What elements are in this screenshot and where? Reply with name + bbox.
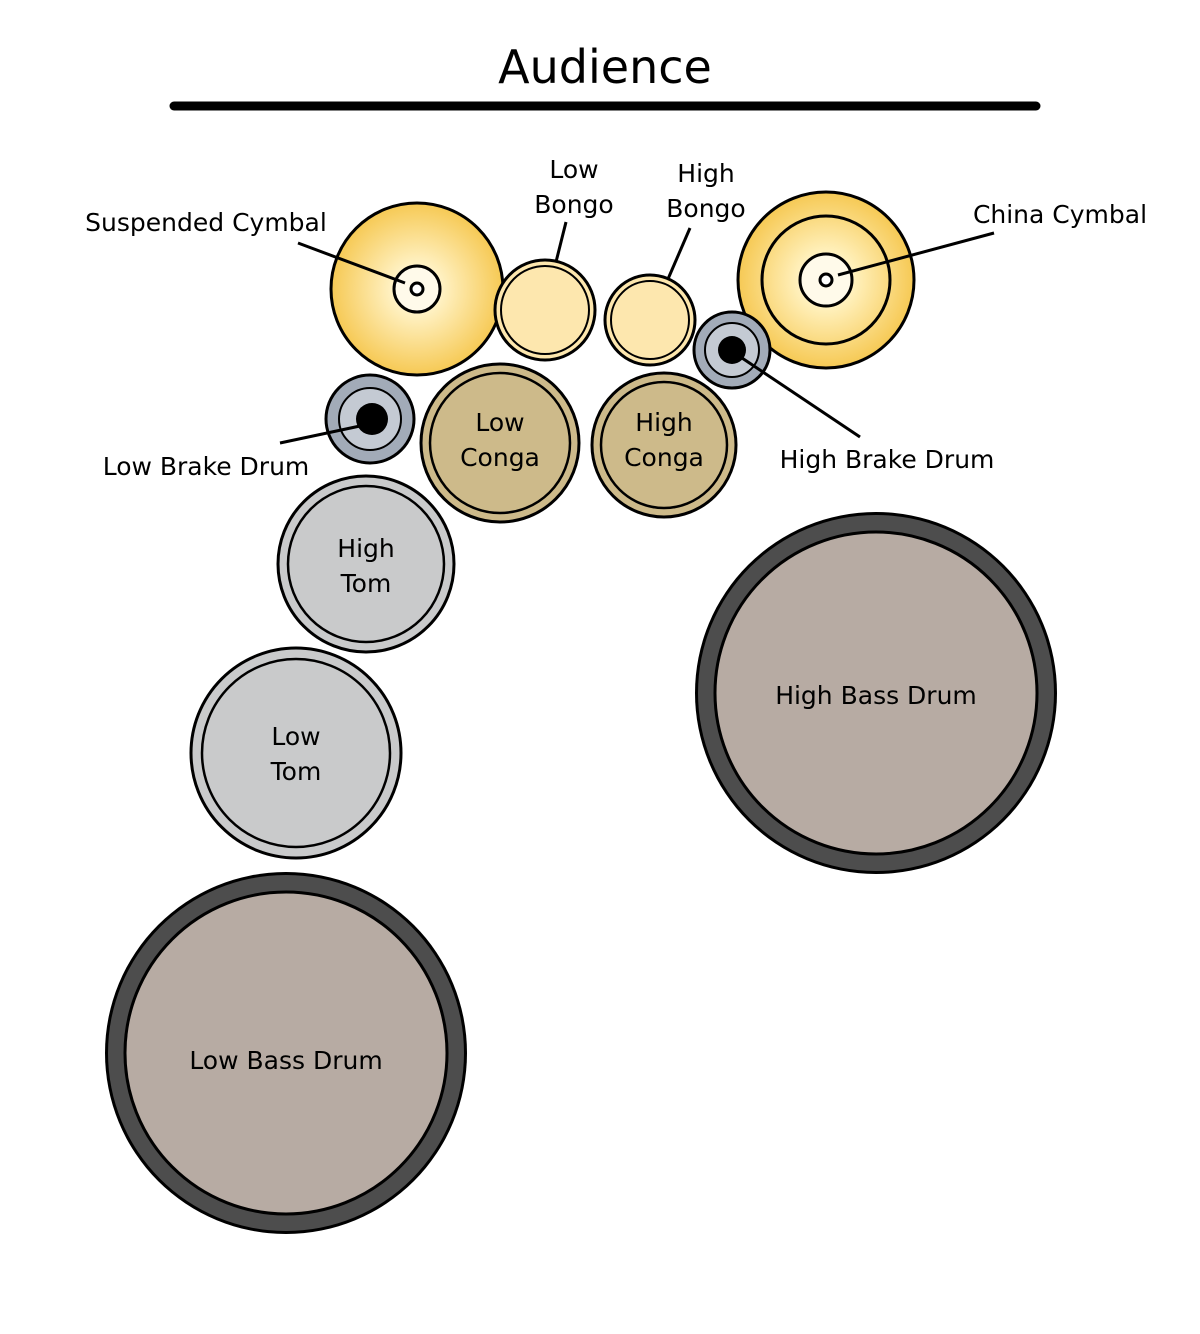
high-brake-drum-leader — [741, 356, 861, 439]
high-tom-label-line1: High — [337, 534, 394, 563]
low-conga-label-line1: Low — [475, 408, 524, 437]
high-conga — [590, 371, 738, 519]
china-cymbal-leader — [837, 231, 995, 277]
china-cymbal — [736, 190, 916, 370]
suspended-cymbal — [329, 201, 505, 377]
suspended-cymbal-leader — [297, 241, 406, 285]
high-brake-drum-label: High Brake Drum — [780, 445, 995, 474]
low-bongo-label-line2: Bongo — [534, 190, 613, 219]
high-bongo-leader — [666, 227, 692, 280]
low-conga — [419, 362, 581, 524]
high-tom — [276, 474, 456, 654]
low-bongo-label-line1: Low — [549, 155, 598, 184]
high-bongo-label-line2: Bongo — [666, 194, 745, 223]
high-bongo-label-line1: High — [677, 159, 734, 188]
low-bass-drum-label: Low Bass Drum — [189, 1046, 382, 1075]
suspended-cymbal-hole — [409, 281, 425, 297]
high-bass-drum — [695, 512, 1057, 874]
low-brake-drum-leader — [279, 424, 361, 445]
low-conga-label-line2: Conga — [460, 443, 540, 472]
low-bongo — [493, 258, 597, 362]
low-bass-drum — [105, 872, 467, 1234]
audience-title: Audience — [498, 40, 712, 94]
china-cymbal-label: China Cymbal — [973, 200, 1147, 229]
low-brake-drum — [324, 373, 416, 465]
high-brake-drum — [692, 310, 772, 390]
low-tom — [189, 646, 403, 860]
low-bongo-leader — [554, 221, 568, 263]
high-conga-label-line1: High — [635, 408, 692, 437]
high-bongo — [603, 273, 697, 367]
high-tom-label-line2: Tom — [340, 569, 392, 598]
low-tom-label-line1: Low — [271, 722, 320, 751]
low-tom-label-line2: Tom — [270, 757, 322, 786]
low-brake-drum-label: Low Brake Drum — [103, 452, 310, 481]
high-bass-drum-label: High Bass Drum — [775, 681, 977, 710]
high-conga-label-line2: Conga — [624, 443, 704, 472]
suspended-cymbal-label: Suspended Cymbal — [85, 208, 327, 237]
